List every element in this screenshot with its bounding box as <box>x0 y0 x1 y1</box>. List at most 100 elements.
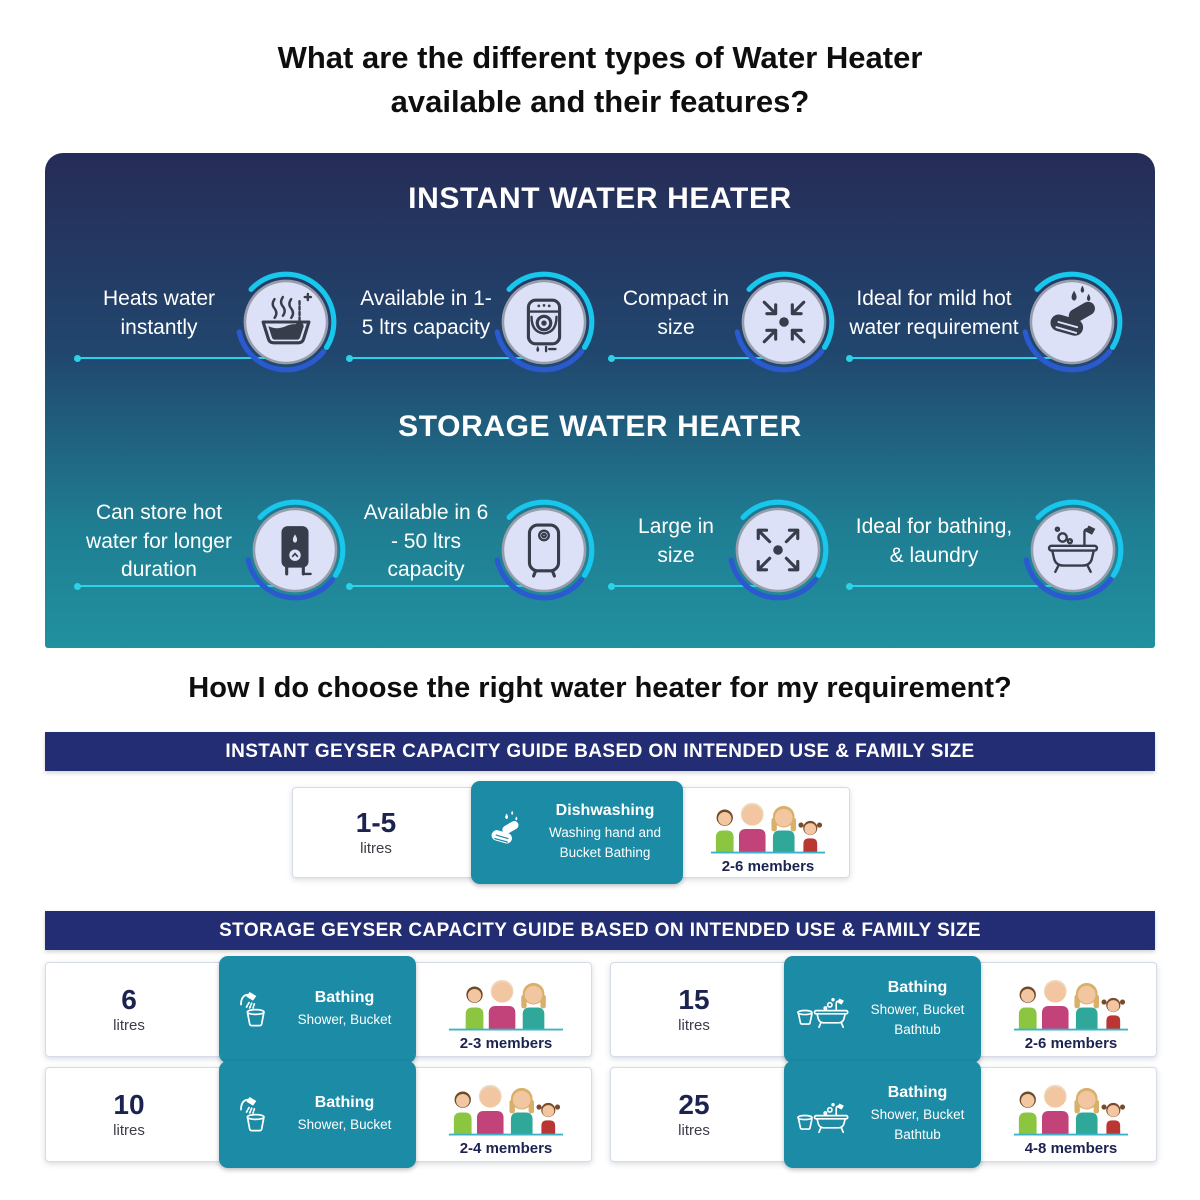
capacity-value: 25 <box>678 1088 710 1120</box>
use-case-title: Bathing <box>887 1084 948 1102</box>
capacity-block: 10 litres <box>71 1088 187 1140</box>
feature-capacity-1-5: Available in 1-5 ltrs capacity <box>346 247 609 397</box>
use-case-title: Dishwashing <box>555 802 655 820</box>
connector-line <box>74 582 281 590</box>
use-case-line: Shower, Bucket <box>870 1107 965 1123</box>
connector-line <box>346 582 543 590</box>
hand-washing-icon <box>1020 270 1124 374</box>
connector-line <box>846 354 1059 362</box>
connector-line <box>608 582 781 590</box>
capacity-value: 10 <box>113 1088 145 1120</box>
use-case-line: Bathtub <box>894 1022 941 1037</box>
instant-heater-unit-icon <box>492 270 596 374</box>
connector-line <box>74 354 281 362</box>
use-case-line: Bucket Bathing <box>559 845 651 860</box>
use-case-box: Bathing Shower, Bucket <box>219 1061 416 1168</box>
storage-tank-outline-icon <box>492 498 596 602</box>
feature-label: Can store hot water for longer duration <box>86 501 232 582</box>
instant-heater-heading: INSTANT WATER HEATER <box>408 182 792 215</box>
storage-guide-row-25l: 25 litres Bathing S <box>610 1061 1157 1168</box>
bathtub-icon <box>1021 498 1125 602</box>
feature-bathing-laundry: Ideal for bathing, & laundry <box>846 475 1125 625</box>
use-case-box: Dishwashing Washing hand and Bucket Bath… <box>471 781 683 884</box>
family-icon <box>431 975 581 1034</box>
use-case-line: Shower, Bucket <box>870 1002 965 1018</box>
capacity-block: 6 litres <box>71 983 187 1035</box>
capacity-block: 1-5 litres <box>318 806 434 858</box>
water-heater-types-panel: INSTANT WATER HEATER Heats water instant… <box>45 153 1155 648</box>
feature-mild-hot-water: Ideal for mild hot water requirement <box>846 247 1125 397</box>
connector-line <box>346 354 543 362</box>
page-title-line2: available and their features? <box>390 84 810 120</box>
use-case-title: Bathing <box>314 1094 375 1112</box>
members-label: 2-4 members <box>459 1140 553 1157</box>
feature-label: Compact in size <box>622 287 730 339</box>
use-case-text: Bathing Shower, Bucket Bathtub <box>862 979 973 1039</box>
choose-heater-heading: How I do choose the right water heater f… <box>188 672 1012 704</box>
instant-guide-row: 1-5 litres Dishwashing Washing hand and … <box>292 781 850 884</box>
use-case-line: Shower, Bucket <box>297 1012 392 1028</box>
heat-water-basin-icon <box>234 270 338 374</box>
storage-heater-heading: STORAGE WATER HEATER <box>398 410 802 443</box>
feature-capacity-6-50: Available in 6 - 50 ltrs capacity <box>346 475 609 625</box>
use-case-box: Bathing Shower, Bucket Bathtub <box>784 956 981 1063</box>
members-label: 2-3 members <box>459 1035 553 1052</box>
storage-guide-row-10l: 10 litres Bathing Shower, Bucket 2- <box>45 1061 592 1168</box>
feature-label: Large in size <box>638 515 714 567</box>
feature-heats-instantly: Heats water instantly <box>74 247 347 397</box>
family-size-block: 2-6 members <box>703 798 833 875</box>
page-title-line1: What are the different types of Water He… <box>277 40 923 75</box>
use-case-box: Bathing Shower, Bucket <box>219 956 416 1063</box>
family-icon <box>996 1080 1146 1139</box>
storage-features-row: Can store hot water for longer duration <box>74 475 1125 625</box>
capacity-unit: litres <box>113 1017 145 1035</box>
members-label: 4-8 members <box>1024 1140 1118 1157</box>
use-case-text: Bathing Shower, Bucket <box>281 1094 408 1135</box>
use-case-box: Bathing Shower, Bucket Bathtub <box>784 1061 981 1168</box>
storage-guide-row-6l: 6 litres Bathing Shower, Bucket 2-3 <box>45 956 592 1063</box>
compact-size-arrows-icon <box>732 270 836 374</box>
capacity-value: 15 <box>678 983 710 1015</box>
capacity-unit: litres <box>678 1122 710 1140</box>
shower-bucket-icon <box>229 986 277 1034</box>
instant-features-row: Heats water instantly <box>74 247 1125 397</box>
family-icon <box>431 1080 581 1139</box>
shower-bucket-icon <box>229 1091 277 1139</box>
connector-line <box>608 354 781 362</box>
feature-store-hot-water: Can store hot water for longer duration <box>74 475 347 625</box>
storage-guide-row-15l: 15 litres Bathing S <box>610 956 1157 1063</box>
use-case-title: Bathing <box>314 989 375 1007</box>
feature-label: Ideal for mild hot water requirement <box>849 287 1019 339</box>
bucket-bathtub-icon <box>794 987 858 1033</box>
capacity-block: 15 litres <box>636 983 752 1035</box>
page-title: What are the different types of Water He… <box>0 36 1200 124</box>
capacity-unit: litres <box>678 1017 710 1035</box>
use-case-text: Bathing Shower, Bucket <box>281 989 408 1030</box>
storage-guide-header-bar: STORAGE GEYSER CAPACITY GUIDE BASED ON I… <box>45 911 1155 950</box>
capacity-value: 1-5 <box>355 806 397 838</box>
family-icon <box>996 975 1146 1034</box>
capacity-unit: litres <box>113 1122 145 1140</box>
family-icon <box>703 798 833 857</box>
storage-tank-filled-icon <box>243 498 347 602</box>
feature-label: Available in 6 - 50 ltrs capacity <box>363 501 489 582</box>
family-size-block: 4-8 members <box>996 1080 1146 1157</box>
use-case-line: Bathtub <box>894 1127 941 1142</box>
capacity-block: 25 litres <box>636 1088 752 1140</box>
hand-washing-icon <box>483 808 533 858</box>
feature-label: Heats water instantly <box>102 287 216 339</box>
connector-line <box>846 582 1059 590</box>
family-size-block: 2-6 members <box>996 975 1146 1052</box>
family-size-block: 2-3 members <box>431 975 581 1052</box>
feature-label: Available in 1-5 ltrs capacity <box>360 287 492 339</box>
large-size-arrows-icon <box>726 498 830 602</box>
members-label: 2-6 members <box>721 858 815 875</box>
use-case-text: Dishwashing Washing hand and Bucket Bath… <box>537 802 673 862</box>
use-case-title: Bathing <box>887 979 948 997</box>
bucket-bathtub-icon <box>794 1092 858 1138</box>
family-size-block: 2-4 members <box>431 1080 581 1157</box>
feature-large-size: Large in size <box>608 475 847 625</box>
capacity-value: 6 <box>121 983 137 1015</box>
feature-label: Ideal for bathing, & laundry <box>855 515 1013 567</box>
